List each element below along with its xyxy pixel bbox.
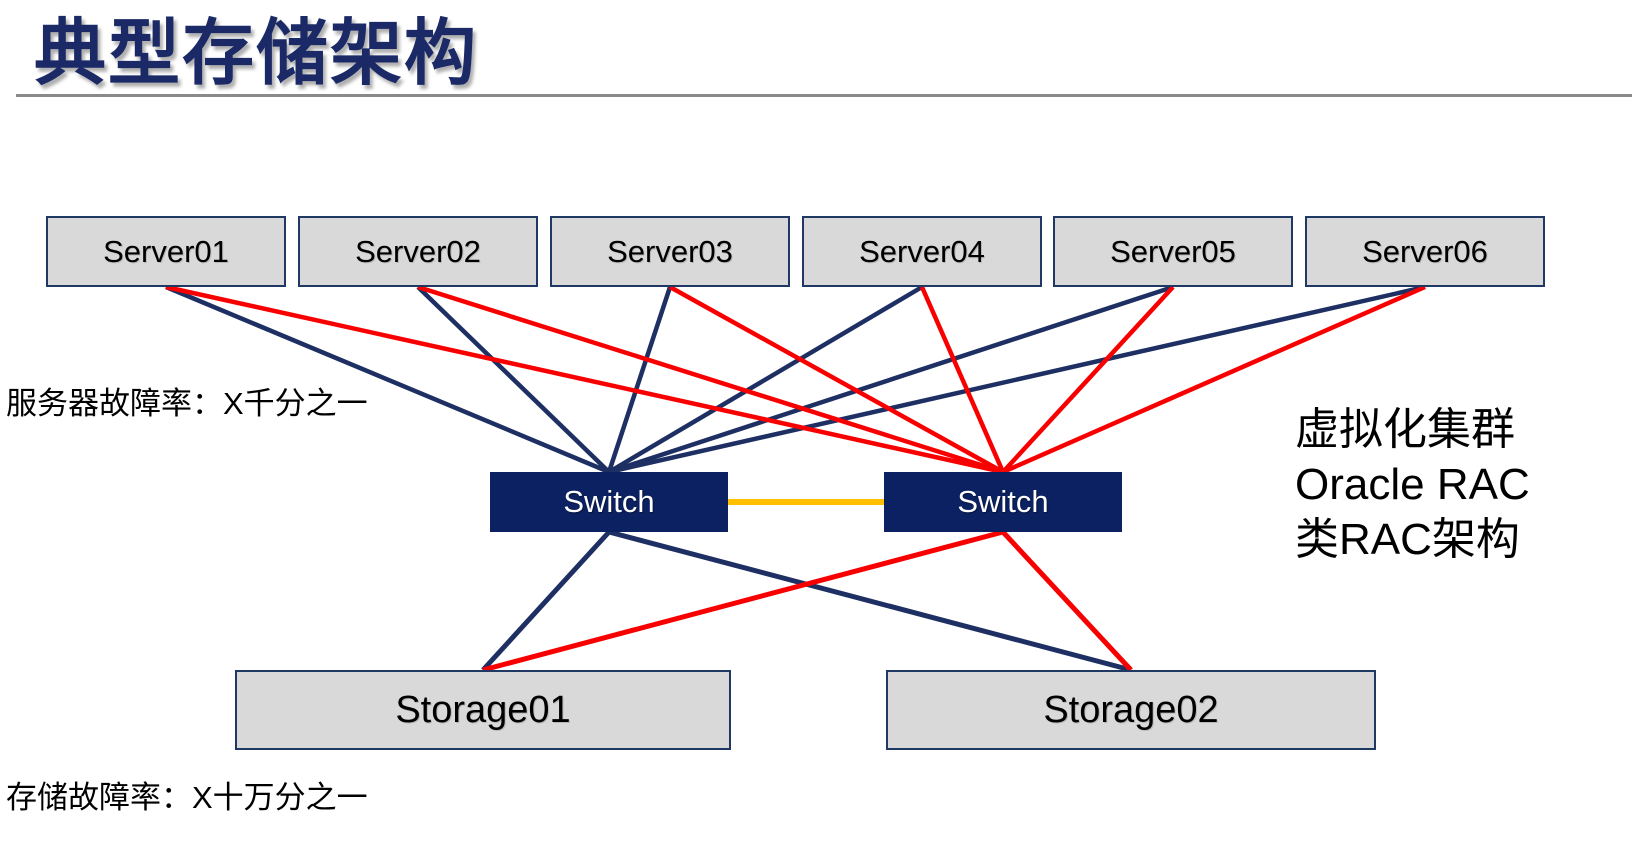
- server04-label: Server04: [859, 233, 985, 269]
- edge-server04-switch-b: [919, 286, 1006, 473]
- edge-server05-switch-a: [608, 284, 1174, 475]
- node-server06: Server06: [1305, 216, 1545, 287]
- edge-server03-switch-b: [668, 285, 1005, 474]
- server02-label: Server02: [355, 233, 481, 269]
- switch-left-label: Switch: [563, 484, 655, 519]
- node-server01: Server01: [46, 216, 286, 287]
- title-underline: [16, 94, 1632, 97]
- edge-server01-switch-a: [165, 284, 610, 475]
- edge-switch-b-storage01: [482, 529, 1004, 673]
- node-server04: Server04: [802, 216, 1042, 287]
- edge-server02-switch-a: [416, 285, 611, 474]
- server01-label: Server01: [103, 233, 229, 269]
- storage01-label: Storage01: [395, 688, 571, 731]
- edge-switch-a-storage02: [608, 529, 1132, 673]
- slide-title: 典型存储架构: [34, 14, 479, 94]
- storage02-label: Storage02: [1043, 688, 1219, 731]
- node-storage02: Storage02: [886, 670, 1376, 750]
- storage-failure-rate-label: 存储故障率：X十万分之一: [6, 780, 368, 815]
- edge-server05-switch-b: [1001, 285, 1175, 474]
- edge-switch-a-storage01: [481, 530, 611, 672]
- node-storage01: Storage01: [235, 670, 731, 750]
- edge-server01-switch-b: [165, 284, 1004, 475]
- server06-label: Server06: [1362, 233, 1488, 269]
- node-server05: Server05: [1053, 216, 1293, 287]
- server03-label: Server03: [607, 233, 733, 269]
- server05-label: Server05: [1110, 233, 1236, 269]
- edge-server06-switch-b: [1002, 284, 1426, 475]
- cluster-type-note: 虚拟化集群 Oracle RAC 类RAC架构: [1295, 402, 1530, 567]
- edge-server06-switch-a: [608, 284, 1426, 475]
- switch-right-label: Switch: [957, 484, 1049, 519]
- node-switch-left: Switch: [490, 472, 728, 532]
- edge-switch-b-storage02: [1001, 530, 1133, 672]
- edge-server04-switch-a: [607, 285, 924, 474]
- server-failure-rate-label: 服务器故障率：X千分之一: [6, 386, 368, 421]
- edge-server02-switch-b: [417, 284, 1004, 475]
- cluster-type-note-line2: Oracle RAC: [1295, 460, 1530, 509]
- edge-server03-switch-a: [606, 286, 673, 473]
- node-server03: Server03: [550, 216, 790, 287]
- node-switch-right: Switch: [884, 472, 1122, 532]
- cluster-type-note-line1: 虚拟化集群: [1295, 405, 1515, 454]
- node-server02: Server02: [298, 216, 538, 287]
- cluster-type-note-line3: 类RAC架构: [1295, 515, 1520, 564]
